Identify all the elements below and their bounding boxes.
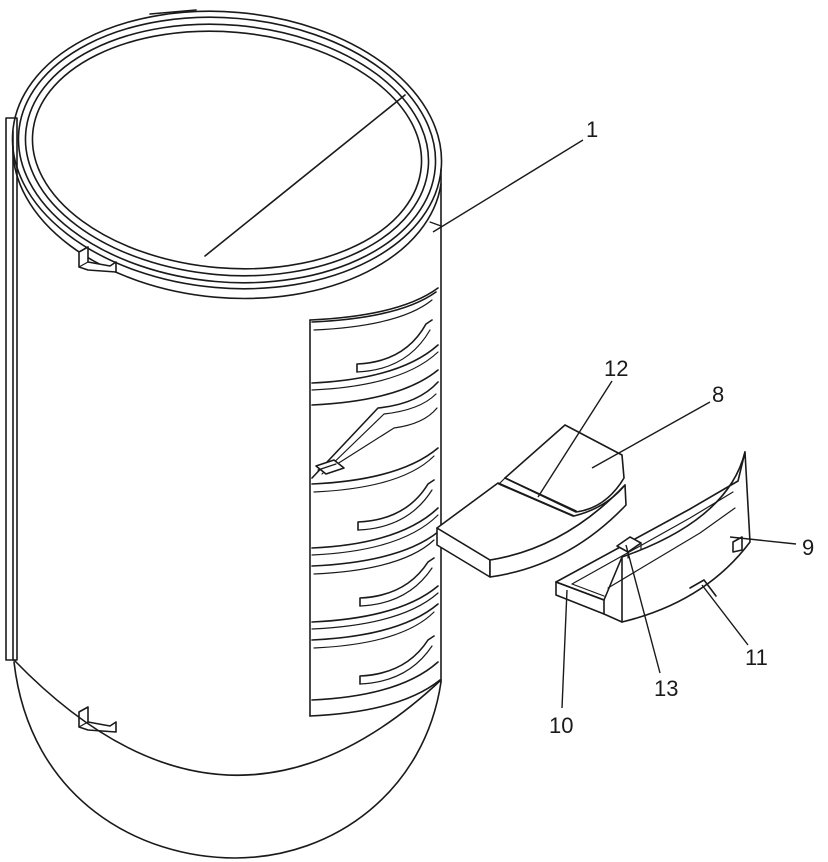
left-seam-strip <box>5 117 18 661</box>
slot-upper-edge <box>504 477 577 512</box>
leader-12 <box>537 380 613 498</box>
drawer-4-top <box>311 531 439 567</box>
drawer-1-bottom <box>311 344 439 384</box>
drawer-3 <box>311 447 439 556</box>
cover-plate <box>436 424 627 578</box>
underside-tab <box>689 579 717 597</box>
cavity-slot-line <box>317 463 337 471</box>
rim-lower-edge <box>12 145 442 300</box>
drawer-3-handle <box>357 479 435 531</box>
bottom-seam <box>13 659 442 776</box>
drawer-2-cavity <box>311 369 439 479</box>
drawer-3-handle-edge <box>357 489 433 531</box>
drawer-1-handle <box>356 319 433 373</box>
drawer-tray <box>555 451 751 623</box>
upper-clip-inner-line <box>78 261 89 268</box>
drawer-1-bottom-lip <box>311 351 439 391</box>
ref-label-11: 11 <box>745 645 768 670</box>
rim-outer-edge <box>11 10 443 290</box>
lid-diagonal-line <box>204 94 406 257</box>
drawer-5-bottom <box>311 661 439 701</box>
opening-top-edge <box>309 287 439 321</box>
lower-clip <box>78 706 117 733</box>
drawer-4-bottom <box>311 585 439 623</box>
drawer-4-lip <box>313 539 435 575</box>
bottom-dome-outline <box>13 661 442 859</box>
drawer-1 <box>311 291 439 391</box>
slot-lower-edge <box>498 483 574 517</box>
reference-numerals: 1 12 8 9 11 13 10 <box>549 117 814 738</box>
leader-13 <box>625 544 661 674</box>
drawer-stack <box>309 287 441 717</box>
opening-bottom-edge <box>309 679 441 717</box>
leader-1 <box>432 139 584 233</box>
drawer-1-top <box>311 291 437 323</box>
lid-edge <box>31 30 423 270</box>
drawer-4-handle-edge <box>359 567 433 607</box>
leader-10 <box>561 589 568 709</box>
panel-notch <box>732 536 743 553</box>
ref-label-13: 13 <box>654 676 678 701</box>
ref-label-8: 8 <box>712 382 724 407</box>
tray-front-panel <box>621 451 751 623</box>
drawer-5-lip <box>313 611 435 649</box>
drawer-1-handle-edge <box>356 329 431 373</box>
top-rim <box>11 10 443 290</box>
tray-front-panel-lower-join <box>603 613 623 623</box>
ref-label-1: 1 <box>586 117 598 142</box>
raised-block <box>504 424 625 513</box>
drawer-1-lip <box>313 299 433 331</box>
plate-top-face <box>436 482 626 561</box>
drawer-5 <box>311 603 439 701</box>
tray-inner-rim <box>571 491 734 585</box>
leader-9 <box>729 536 797 545</box>
drawer-4-handle <box>359 557 435 607</box>
ref-label-12: 12 <box>604 356 628 381</box>
ref-label-10: 10 <box>549 713 573 738</box>
rim-side-mark <box>429 221 442 227</box>
latch-block <box>616 536 642 553</box>
cavity-outer-rim <box>311 381 439 479</box>
tray-rim-front-left <box>555 556 623 601</box>
rim-top-seam <box>149 9 197 15</box>
drawer-5-top <box>311 603 439 641</box>
drawer-3-lip <box>313 455 435 493</box>
cavity-floor-edge <box>333 407 438 467</box>
drawer-3-top <box>311 447 439 485</box>
tray-inner-rim-left <box>571 583 605 597</box>
slot-end-line <box>498 477 506 485</box>
upper-clip <box>78 246 117 273</box>
cavity-slot-piece <box>315 459 345 475</box>
drawer-5-handle-edge <box>359 645 433 685</box>
ref-label-9: 9 <box>802 535 814 560</box>
drawer-3-bottom <box>311 507 439 549</box>
leader-lines <box>432 139 797 709</box>
cylinder-container <box>5 9 443 859</box>
leader-11 <box>701 584 749 646</box>
drawer-3-bottom-lip <box>311 514 439 556</box>
cavity-inner-rim <box>321 393 437 475</box>
cavity-top-band <box>311 369 439 406</box>
drawer-4-bottom-lip <box>311 592 439 630</box>
rim-ring-3 <box>24 23 430 277</box>
drawer-4 <box>311 531 439 630</box>
leader-8 <box>591 401 711 469</box>
tray-floor-edge <box>607 507 736 589</box>
rim-ring-2 <box>17 16 437 284</box>
drawer-5-handle <box>359 635 435 685</box>
